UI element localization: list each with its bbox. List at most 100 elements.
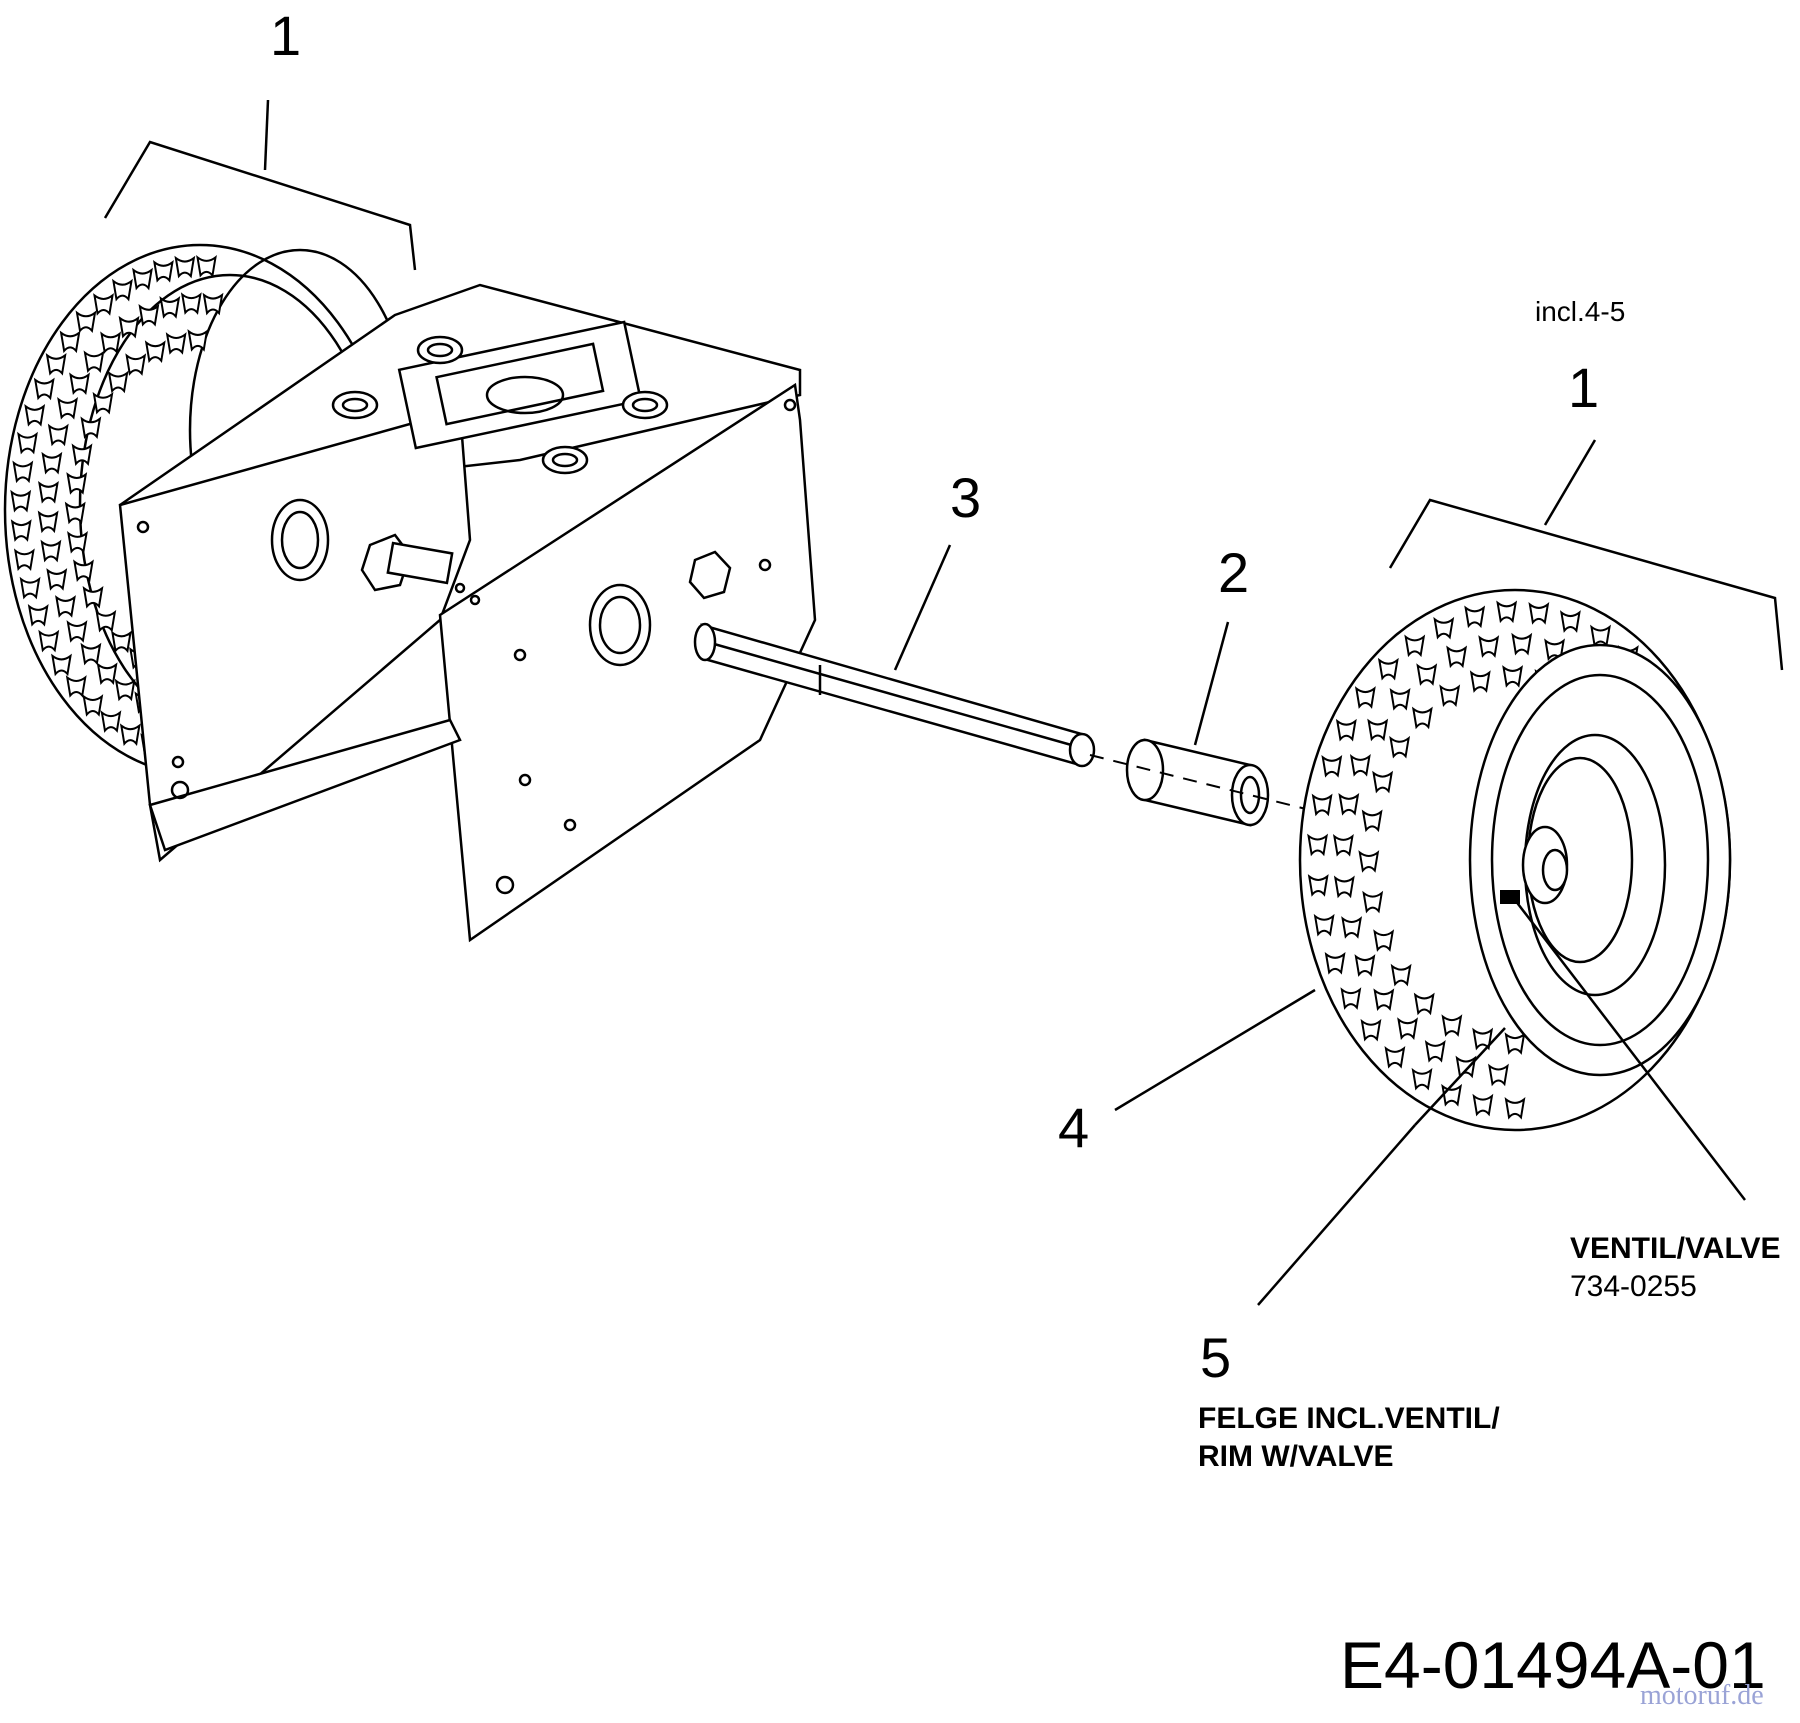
tread-lug [100,710,122,733]
tread-lug [111,630,132,654]
tread-lug [138,303,160,327]
tread-lug [27,604,49,627]
tread-lug [1389,687,1411,711]
tread-lug [1560,610,1581,633]
tread-lug [1411,706,1433,730]
tread-lug [1384,1046,1406,1069]
tread-lug [40,539,62,563]
tread-lug [1372,770,1394,794]
rim-label-line2: RIM W/VALVE [1198,1439,1394,1473]
tread-lug [1338,792,1360,816]
valve-label-name: VENTIL/VALVE [1570,1232,1781,1265]
tread-lug [55,595,76,618]
tread-lug [1335,718,1357,742]
tread-lug [59,330,81,354]
tread-lug [114,678,136,702]
tread-lug [1332,834,1354,857]
drawing-code: E4-01494A-01 [1340,1628,1766,1702]
tread-lug [1439,684,1461,708]
tread-lug [73,559,94,583]
tread-lug [92,391,114,415]
tread-lug [196,255,217,278]
tread-lug [1504,1097,1526,1120]
tread-lug [1496,600,1518,624]
tread-lug [82,694,104,717]
tread-lug [100,331,122,355]
includes-note: incl.4-5 [1535,296,1626,327]
tread-lug [1367,718,1389,742]
tread-lug [1502,665,1523,688]
tread-lug [66,472,88,495]
leader-lines [103,99,1784,1306]
tread-lug [202,292,224,316]
tread-lug [41,451,63,475]
tread-lug [1349,754,1371,777]
tread-lug [10,519,32,542]
tread-lug [47,423,69,447]
tread-lug [1464,605,1486,629]
tread-lug [1472,1027,1494,1051]
tread-lug [66,620,88,643]
tread-lug [1472,1093,1494,1117]
tread-lug [13,548,35,572]
tread-lug [1354,686,1376,709]
tread-lug [1390,963,1412,987]
tread-lug [174,255,196,279]
tread-lug [1433,616,1455,640]
tread-lug [1528,602,1550,625]
tread-lug [24,403,46,427]
tread-lug [10,489,32,513]
watermark: motoruf.de [1640,1680,1764,1711]
tread-lug [1373,988,1395,1011]
tread-lug [119,723,141,746]
tread-lug [107,370,129,394]
tread-lug [132,267,153,291]
callout-3: 3 [950,466,982,529]
tread-lug [46,568,68,591]
tread-lug [1362,890,1384,914]
spacer-tube [1125,738,1270,827]
callout-2: 2 [1218,541,1250,604]
tread-lug [1455,1055,1477,1079]
tread-lug [1478,635,1500,658]
tread-lug [80,642,102,666]
tread-lug [1358,850,1380,873]
tread-lug [1377,657,1399,681]
tread-lug [1341,916,1363,939]
tread-lug [1488,1063,1509,1087]
tread-lug [96,662,118,685]
tread-lug [1411,1067,1433,1091]
axis-centerline [1089,754,1311,811]
tread-lug [12,460,34,484]
tread-lug [1321,754,1343,778]
tread-lug [153,259,174,283]
tread-lug [112,278,133,302]
tread-lug [144,340,166,363]
tread-lug [165,332,187,355]
tread-lug [1354,954,1376,977]
tread-lug [80,416,102,440]
tread-lug [1313,913,1335,937]
tread-lug [118,315,140,339]
tread-lug [1307,833,1328,857]
tread-lug [1446,645,1468,669]
tread-lug [1469,670,1491,693]
tread-lug [187,329,209,352]
tread-lug [1340,987,1362,1010]
tread-lug [69,372,90,396]
tread-lug [1373,929,1395,952]
tread-lug [37,510,59,534]
rim-label-line1: FELGE INCL.VENTIL/ [1198,1402,1500,1435]
tread-lug [75,310,97,334]
tread-lug [17,431,38,455]
tread-lug [1360,1018,1382,1042]
axle-shaft [693,622,1096,768]
rim-label: FELGE INCL.VENTIL/ RIM W/VALVE [1198,1400,1500,1475]
gearbox-frame [118,283,817,943]
tread-lug [125,353,147,376]
tread-lug [1416,663,1438,686]
tread-lug [71,443,93,467]
tread-lug [19,576,41,600]
